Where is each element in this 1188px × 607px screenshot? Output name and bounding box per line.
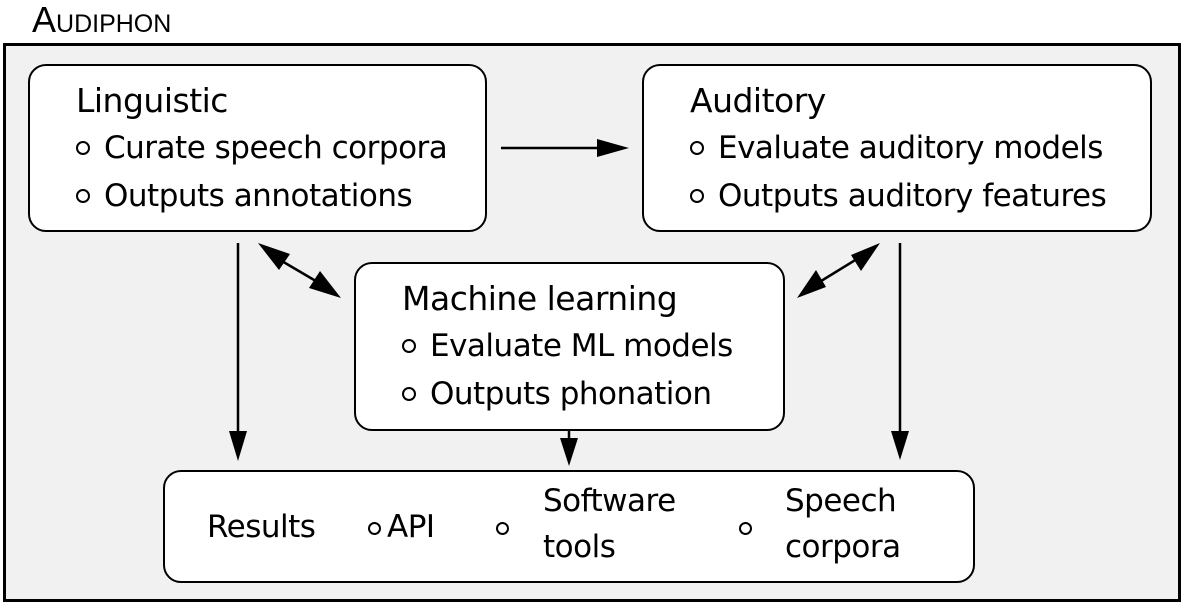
linguistic-item-text: Outputs annotations — [104, 178, 413, 214]
machine-learning-title: Machine learning — [402, 279, 678, 318]
linguistic-title: Linguistic — [76, 81, 228, 120]
results-title: Results — [207, 509, 316, 545]
results-item-speech-line2: corpora — [785, 529, 901, 565]
machine-learning-item: Outputs phonation — [402, 370, 783, 418]
results-item-software-line2: tools — [543, 529, 616, 565]
bullet-icon — [402, 387, 416, 401]
results-box: Results API Software tools Speech corpor… — [163, 470, 975, 583]
bullet-icon — [76, 189, 90, 203]
bullet-icon — [739, 522, 752, 535]
machine-learning-box: Machine learning Evaluate ML models Outp… — [354, 262, 785, 431]
machine-learning-item-text: Evaluate ML models — [430, 328, 733, 364]
auditory-box: Auditory Evaluate auditory models Output… — [642, 64, 1152, 232]
auditory-item-text: Outputs auditory features — [718, 178, 1107, 214]
linguistic-item: Curate speech corpora — [76, 124, 485, 172]
bullet-icon — [690, 141, 704, 155]
results-item-software-line1: Software — [543, 483, 676, 519]
auditory-item-text: Evaluate auditory models — [718, 130, 1103, 166]
bullet-icon — [402, 339, 416, 353]
results-item-speech-line1: Speech — [785, 483, 897, 519]
auditory-item: Outputs auditory features — [690, 172, 1150, 220]
bullet-icon — [76, 141, 90, 155]
bullet-icon — [690, 189, 704, 203]
bullet-icon — [496, 522, 509, 535]
machine-learning-item: Evaluate ML models — [402, 322, 783, 370]
results-item-api: API — [387, 509, 435, 545]
machine-learning-item-text: Outputs phonation — [430, 376, 712, 412]
linguistic-item: Outputs annotations — [76, 172, 485, 220]
diagram-title: Audiphon — [32, 0, 172, 40]
bullet-icon — [368, 522, 381, 535]
auditory-title: Auditory — [690, 81, 826, 120]
linguistic-box: Linguistic Curate speech corpora Outputs… — [28, 64, 487, 232]
linguistic-item-text: Curate speech corpora — [104, 130, 448, 166]
auditory-item: Evaluate auditory models — [690, 124, 1150, 172]
